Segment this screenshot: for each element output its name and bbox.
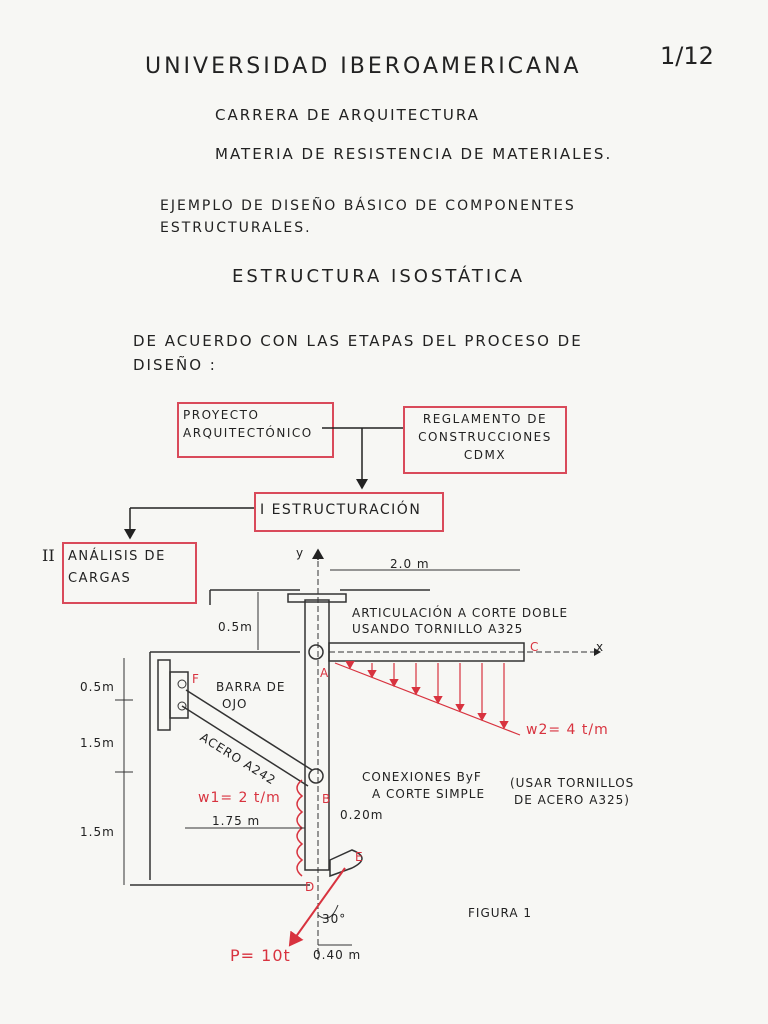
example-line-2: ESTRUCTURALES. xyxy=(160,220,312,236)
reglamento-box: REGLAMENTO DE CONSTRUCCIONES CDMX xyxy=(403,406,567,474)
point-c: C xyxy=(530,640,540,654)
proyecto-box: PROYECTO ARQUITECTÓNICO xyxy=(177,402,334,458)
analisis-line-2: CARGAS xyxy=(68,571,132,586)
articulacion-line-1: ARTICULACIÓN A CORTE DOBLE xyxy=(352,606,569,620)
dim-15-b: 1.5m xyxy=(80,825,115,839)
reglamento-line-1: REGLAMENTO DE xyxy=(422,412,548,426)
usar-line-2: DE ACERO A325) xyxy=(514,793,630,807)
angle-label: 30° xyxy=(322,912,347,926)
analisis-line-1: ANÁLISIS DE xyxy=(68,549,166,564)
reglamento-line-3: CDMX xyxy=(463,448,507,462)
dim-040: 0.40 m xyxy=(313,948,362,962)
load-w2 xyxy=(334,660,521,736)
estructuracion-box: I ESTRUCTURACIÓN xyxy=(254,492,444,532)
load-p-arrow xyxy=(288,867,346,947)
dim-2m: 2.0 m xyxy=(390,557,430,571)
figure-caption: FIGURA 1 xyxy=(468,906,533,920)
ground-lines xyxy=(130,589,430,886)
conexiones-line-1: CONEXIONES ByF xyxy=(362,770,482,784)
pin-a xyxy=(308,644,324,660)
reglamento-line-2: CONSTRUCCIONES xyxy=(418,430,552,444)
page-number: 1/12 xyxy=(660,42,714,70)
point-b: B xyxy=(322,792,332,806)
subject-line: MATERIA DE RESISTENCIA DE MATERIALES. xyxy=(215,145,613,163)
load-p-label: P= 10t xyxy=(230,946,291,965)
university-title: UNIVERSIDAD IBEROAMERICANA xyxy=(145,54,582,79)
barra-line-2: OJO xyxy=(222,697,248,711)
barra-line-1: BARRA DE xyxy=(216,680,286,694)
proyecto-line-2: ARQUITECTÓNICO xyxy=(183,426,313,440)
dim-05-top: 0.5m xyxy=(218,620,253,634)
point-a: A xyxy=(320,666,330,680)
plate-e xyxy=(329,849,363,878)
wall-plate-f xyxy=(157,659,171,731)
point-d: D xyxy=(305,880,316,894)
analisis-roman: II xyxy=(42,546,55,565)
eye-bar xyxy=(181,689,313,787)
pin-b xyxy=(308,768,324,784)
structure-title: ESTRUCTURA ISOSTÁTICA xyxy=(232,266,526,287)
dim-05-left: 0.5m xyxy=(80,680,115,694)
usar-line-1: (USAR TORNILLOS xyxy=(510,776,635,790)
process-line-1: DE ACUERDO CON LAS ETAPAS DEL PROCESO DE xyxy=(133,332,583,350)
dimension-lines xyxy=(115,569,520,946)
w1-label: w1= 2 t/m xyxy=(198,790,281,806)
column xyxy=(304,599,330,871)
career-line: CARRERA DE ARQUITECTURA xyxy=(215,106,480,124)
top-plate xyxy=(287,593,347,603)
y-axis-label: y xyxy=(296,546,305,560)
dim-15-a: 1.5m xyxy=(80,736,115,750)
estructuracion-label: I ESTRUCTURACIÓN xyxy=(260,502,422,518)
articulacion-line-2: USANDO TORNILLO A325 xyxy=(352,622,524,636)
w2-label: w2= 4 t/m xyxy=(526,722,609,738)
x-axis-label: x xyxy=(596,640,605,654)
example-line-1: EJEMPLO DE DISEÑO BÁSICO DE COMPONENTES xyxy=(160,198,576,214)
flowchart-connectors xyxy=(124,427,403,540)
proyecto-line-1: PROYECTO xyxy=(183,408,260,422)
dim-020: 0.20m xyxy=(340,808,384,822)
point-e: E xyxy=(355,850,364,864)
point-f: F xyxy=(192,672,200,686)
dim-175: 1.75 m xyxy=(212,814,261,828)
process-line-2: DISEÑO : xyxy=(133,356,217,374)
analisis-box: ANÁLISIS DE CARGAS xyxy=(62,542,197,604)
conexiones-line-2: A CORTE SIMPLE xyxy=(372,787,486,801)
